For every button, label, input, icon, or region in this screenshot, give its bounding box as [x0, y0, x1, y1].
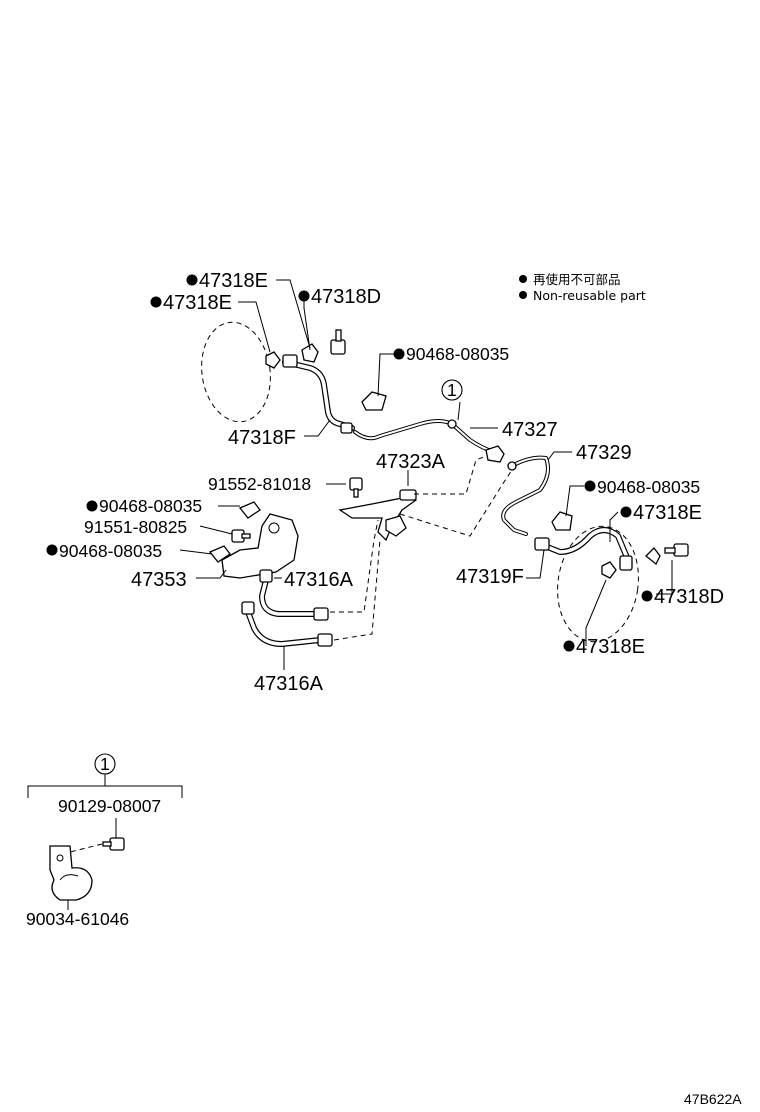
bracket-47323A — [338, 489, 417, 542]
label-47319F: 47319F — [456, 566, 524, 588]
right-clip-47318E-upper — [645, 547, 661, 566]
clamp-90468-right — [551, 511, 573, 531]
part-labels: 47318E 47318E 47318D 90468-08035 47318F … — [46, 270, 724, 695]
label-47318E-right-upper: 47318E — [633, 502, 702, 524]
right-wheel-assembly — [534, 525, 689, 643]
callout-number-top: 1 — [447, 380, 457, 400]
nonreusable-marker — [641, 590, 653, 602]
nonreusable-marker — [150, 296, 162, 308]
label-47318E-left: 47318E — [163, 292, 232, 314]
label-90129: 90129-08007 — [58, 796, 161, 816]
label-47353: 47353 — [131, 569, 187, 591]
nonreusable-marker — [620, 506, 632, 518]
flare-nut-tube — [340, 422, 353, 434]
legend-bullet-jp — [519, 275, 527, 283]
label-91551: 91551-80825 — [84, 517, 187, 537]
flex-hose-47316A-lower — [241, 601, 333, 647]
label-47327: 47327 — [502, 419, 558, 441]
flare-nut-left — [282, 354, 298, 368]
legend-english: Non-reusable part — [533, 288, 646, 303]
brake-tube-47318F-inner — [283, 360, 354, 430]
diagram-code: 47B622A — [684, 1091, 742, 1107]
bolt-47318D-right — [664, 543, 689, 557]
nonreusable-marker — [46, 544, 58, 556]
label-47316A-upper: 47316A — [284, 569, 354, 591]
nonreusable-marker — [86, 500, 98, 512]
label-47318D-top: 47318D — [311, 286, 381, 308]
nonreusable-marker — [584, 480, 596, 492]
left-clip-47318E — [265, 351, 281, 369]
bolt-90129 — [102, 837, 125, 851]
legend-japanese: 再使用不可部品 — [533, 272, 621, 287]
callout-circle-top — [441, 379, 463, 401]
bolt-47318D-left — [330, 329, 346, 355]
label-47318E-bottom: 47318E — [576, 636, 645, 658]
clamp-90468-left-upper — [238, 501, 261, 519]
label-90468-top: 90468-08035 — [406, 344, 509, 364]
legend-bullet-en — [519, 291, 527, 299]
clamp-90468-left-lower — [208, 545, 231, 563]
label-47329: 47329 — [576, 442, 632, 464]
clip-47318E-upper — [301, 343, 319, 363]
clamp-90468-top — [361, 391, 387, 411]
label-47318F: 47318F — [228, 427, 296, 449]
legend: 再使用不可部品 Non-reusable part — [519, 272, 646, 303]
bolt-91551 — [231, 529, 251, 543]
nonreusable-marker — [298, 290, 310, 302]
label-47318E-top: 47318E — [199, 270, 268, 292]
bracket-90034 — [49, 845, 93, 901]
left-wheel-outline — [201, 321, 271, 423]
nonreusable-marker — [393, 348, 405, 360]
left-wheel-assembly — [201, 321, 355, 434]
detail-callout-1: 1 90129-08007 90034-61046 — [26, 753, 183, 929]
label-47323A: 47323A — [376, 451, 446, 473]
label-90034: 90034-61046 — [26, 909, 129, 929]
flex-hose-47316A-upper — [259, 569, 329, 621]
label-90468-left-upper: 90468-08035 — [99, 496, 202, 516]
nonreusable-marker — [563, 640, 575, 652]
right-clip-47318E-wheel — [601, 561, 617, 579]
sensor-wire-47327 — [353, 419, 505, 463]
label-90468-left-lower: 90468-08035 — [59, 541, 162, 561]
leader-lines — [179, 279, 673, 670]
bolt-91552 — [349, 477, 363, 498]
right-wheel-outline — [557, 525, 639, 643]
label-90468-right: 90468-08035 — [597, 477, 700, 497]
callout-number-detail: 1 — [100, 754, 110, 774]
label-91552: 91552-81018 — [208, 474, 311, 494]
routing-dashes — [330, 455, 513, 641]
sensor-wire-47329 — [501, 455, 550, 536]
nonreusable-marker — [186, 274, 198, 286]
label-47316A-lower: 47316A — [254, 673, 324, 695]
brake-tube-47319F-inner — [538, 528, 630, 562]
label-47318D-right: 47318D — [654, 586, 724, 608]
